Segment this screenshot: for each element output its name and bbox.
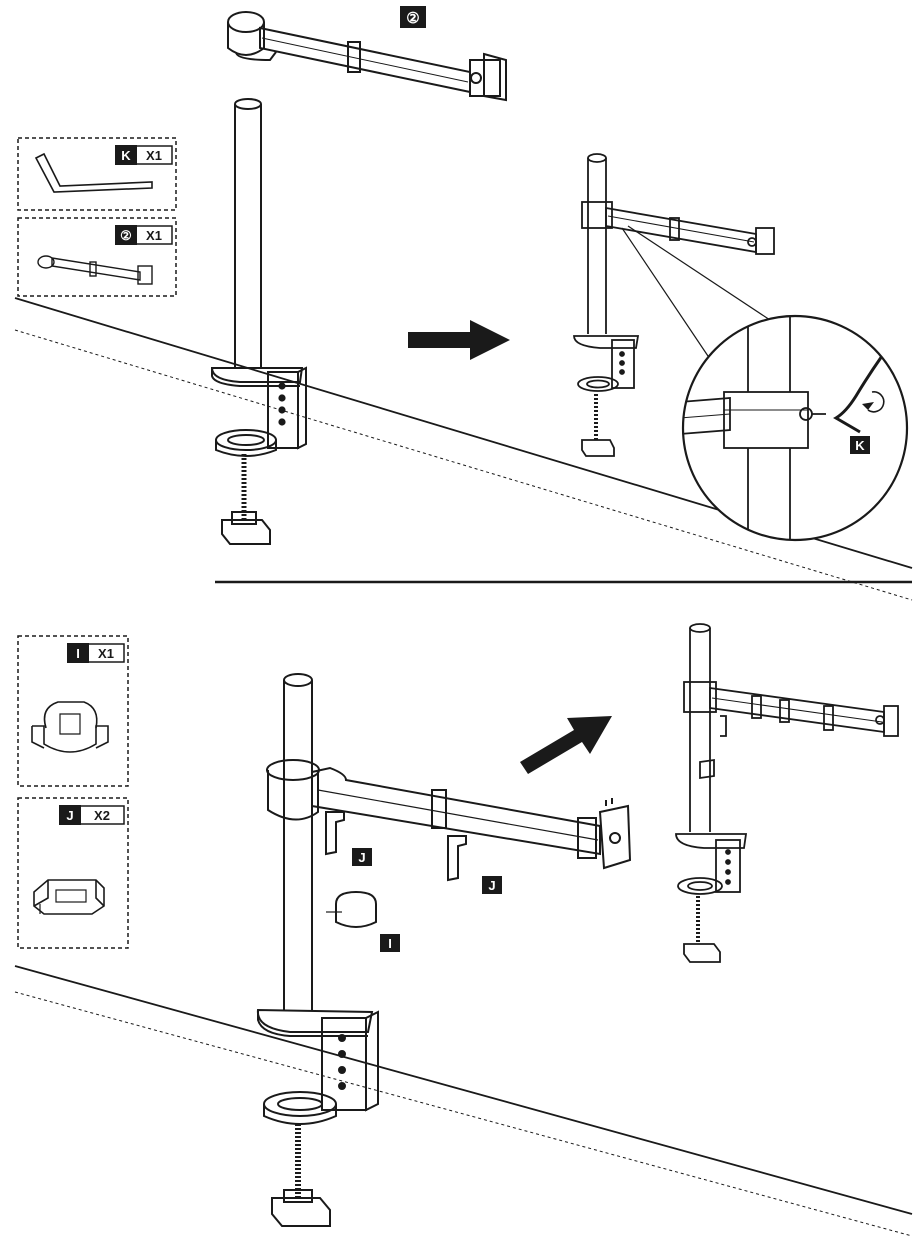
zoom-line-a	[621, 227, 713, 363]
pole-with-arm-step2	[256, 673, 632, 1227]
callout-j-1: J	[358, 850, 365, 865]
cable-clip-small-icon	[33, 879, 105, 915]
allen-key-icon	[34, 152, 153, 193]
parts-box-i: I X1	[17, 635, 129, 787]
step-arrow-up-right	[520, 716, 612, 774]
callout-j-2: J	[488, 878, 495, 893]
arm-number-label: ②	[406, 10, 419, 27]
step-arrow-right	[408, 320, 510, 360]
pole-assembled-step2	[675, 623, 899, 963]
part-j-letter: J	[66, 808, 73, 823]
step-2: I X1 J X2	[14, 623, 913, 1237]
pole-with-clamp-left	[210, 98, 307, 545]
cable-clip-large-icon	[31, 701, 109, 753]
zoom-detail	[681, 314, 909, 542]
mount-arm-icon	[37, 255, 153, 285]
pole-assembled-step1	[573, 153, 775, 457]
arm-part-top	[227, 11, 507, 102]
parts-box-j: J X2	[17, 797, 129, 949]
callout-i: I	[388, 936, 392, 951]
part-k-letter: K	[121, 148, 131, 163]
desk-edge-2	[14, 965, 913, 1237]
part-i-qty: X1	[98, 646, 114, 661]
part-i-letter: I	[76, 646, 80, 661]
zoom-tool-label: K	[855, 438, 865, 453]
step-1: K X1 ② X1	[14, 6, 913, 601]
part-k-qty: X1	[146, 148, 162, 163]
part-arm-qty: X1	[146, 228, 162, 243]
part-arm-number: ②	[120, 228, 132, 243]
allen-key-zoom-icon	[833, 355, 884, 434]
part-j-qty: X2	[94, 808, 110, 823]
parts-box-k: K X1	[17, 137, 177, 211]
zoom-line-b	[627, 225, 771, 321]
parts-box-arm: ② X1	[17, 217, 177, 297]
